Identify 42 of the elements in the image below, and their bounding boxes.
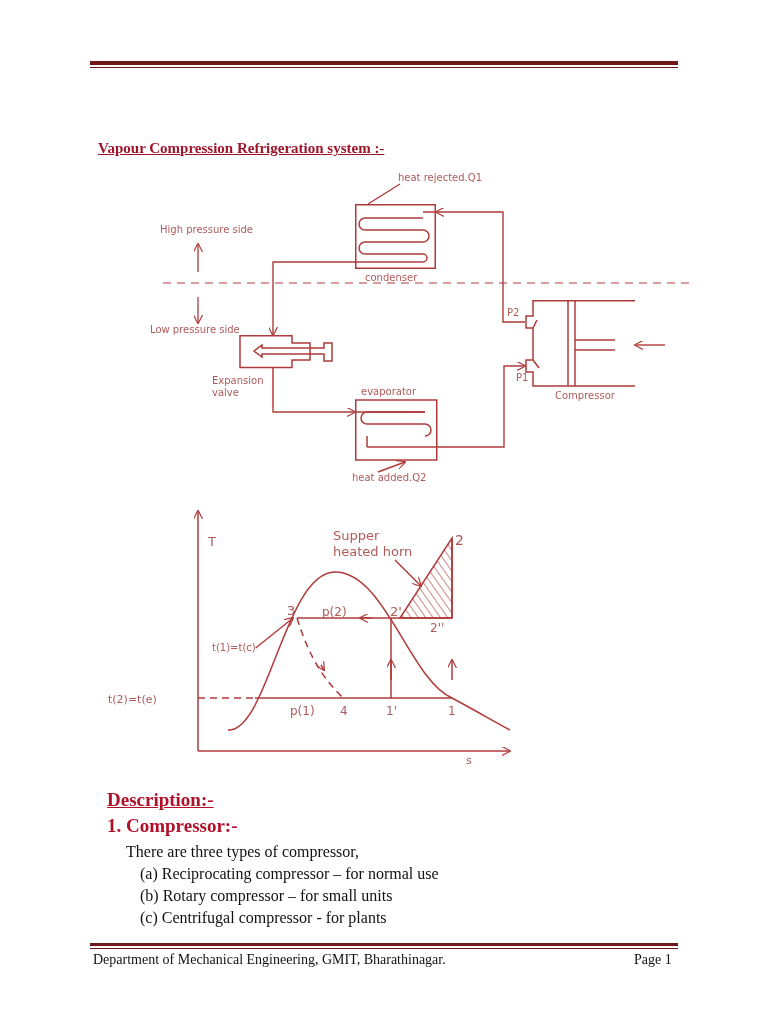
pipe-arrow (267, 261, 356, 337)
leader-line (377, 460, 407, 473)
leader-line (255, 616, 295, 649)
leader-line (394, 559, 423, 588)
body-text: There are three types of compressor, (126, 843, 360, 861)
subsection-heading: 1. Compressor:- (107, 815, 238, 837)
temperature-label: t(2)=t(e) (108, 693, 157, 706)
annotation-label: t(1)=t(c) (212, 642, 256, 654)
callout-label: Supper heated horn (333, 528, 414, 560)
leader-line (367, 183, 401, 205)
port-label: P2 (507, 307, 520, 318)
list-item: (c) Centrifugal compressor - for plants (140, 909, 387, 927)
list-item: (a) Reciprocating compressor – for normal use (140, 865, 439, 883)
pressure-label: p(1) (290, 704, 315, 718)
page-title: Vapour Compression Refrigeration system :- (98, 140, 385, 157)
point-label: 2'' (430, 621, 445, 635)
point-label: 4 (340, 704, 348, 718)
component-label: evaporator (361, 386, 417, 398)
pipe-arrow (436, 360, 527, 448)
point-label: 2' (390, 604, 402, 619)
point-label: 1 (448, 704, 456, 718)
section-heading: Description:- (107, 789, 214, 811)
axis-label: T (208, 534, 216, 549)
axis-label: s (466, 754, 472, 767)
component-label: condenser (364, 272, 419, 284)
arrow (633, 339, 666, 351)
pressure-label: p(2) (322, 605, 347, 619)
point-label: 1' (386, 704, 397, 718)
side-label: Low pressure side (150, 324, 240, 335)
pipe-arrow (272, 406, 357, 418)
list-item: (b) Rotary compressor – for small units (140, 887, 393, 905)
annotation-label: heat added.Q2 (352, 472, 427, 484)
point-label: 2 (455, 532, 464, 548)
pipe-arrow (434, 206, 526, 323)
annotation-label: heat rejected.Q1 (398, 172, 483, 184)
component-label: Expansion valve (212, 375, 265, 399)
component-label: Compressor (555, 390, 615, 402)
side-label: High pressure side (160, 224, 254, 235)
port-label: P1 (516, 372, 529, 383)
page-number: Page 1 (634, 952, 672, 968)
footer-text: Department of Mechanical Engineering, GMIT, Bharathinagar. (93, 952, 446, 968)
point-label: 3 (287, 603, 296, 618)
